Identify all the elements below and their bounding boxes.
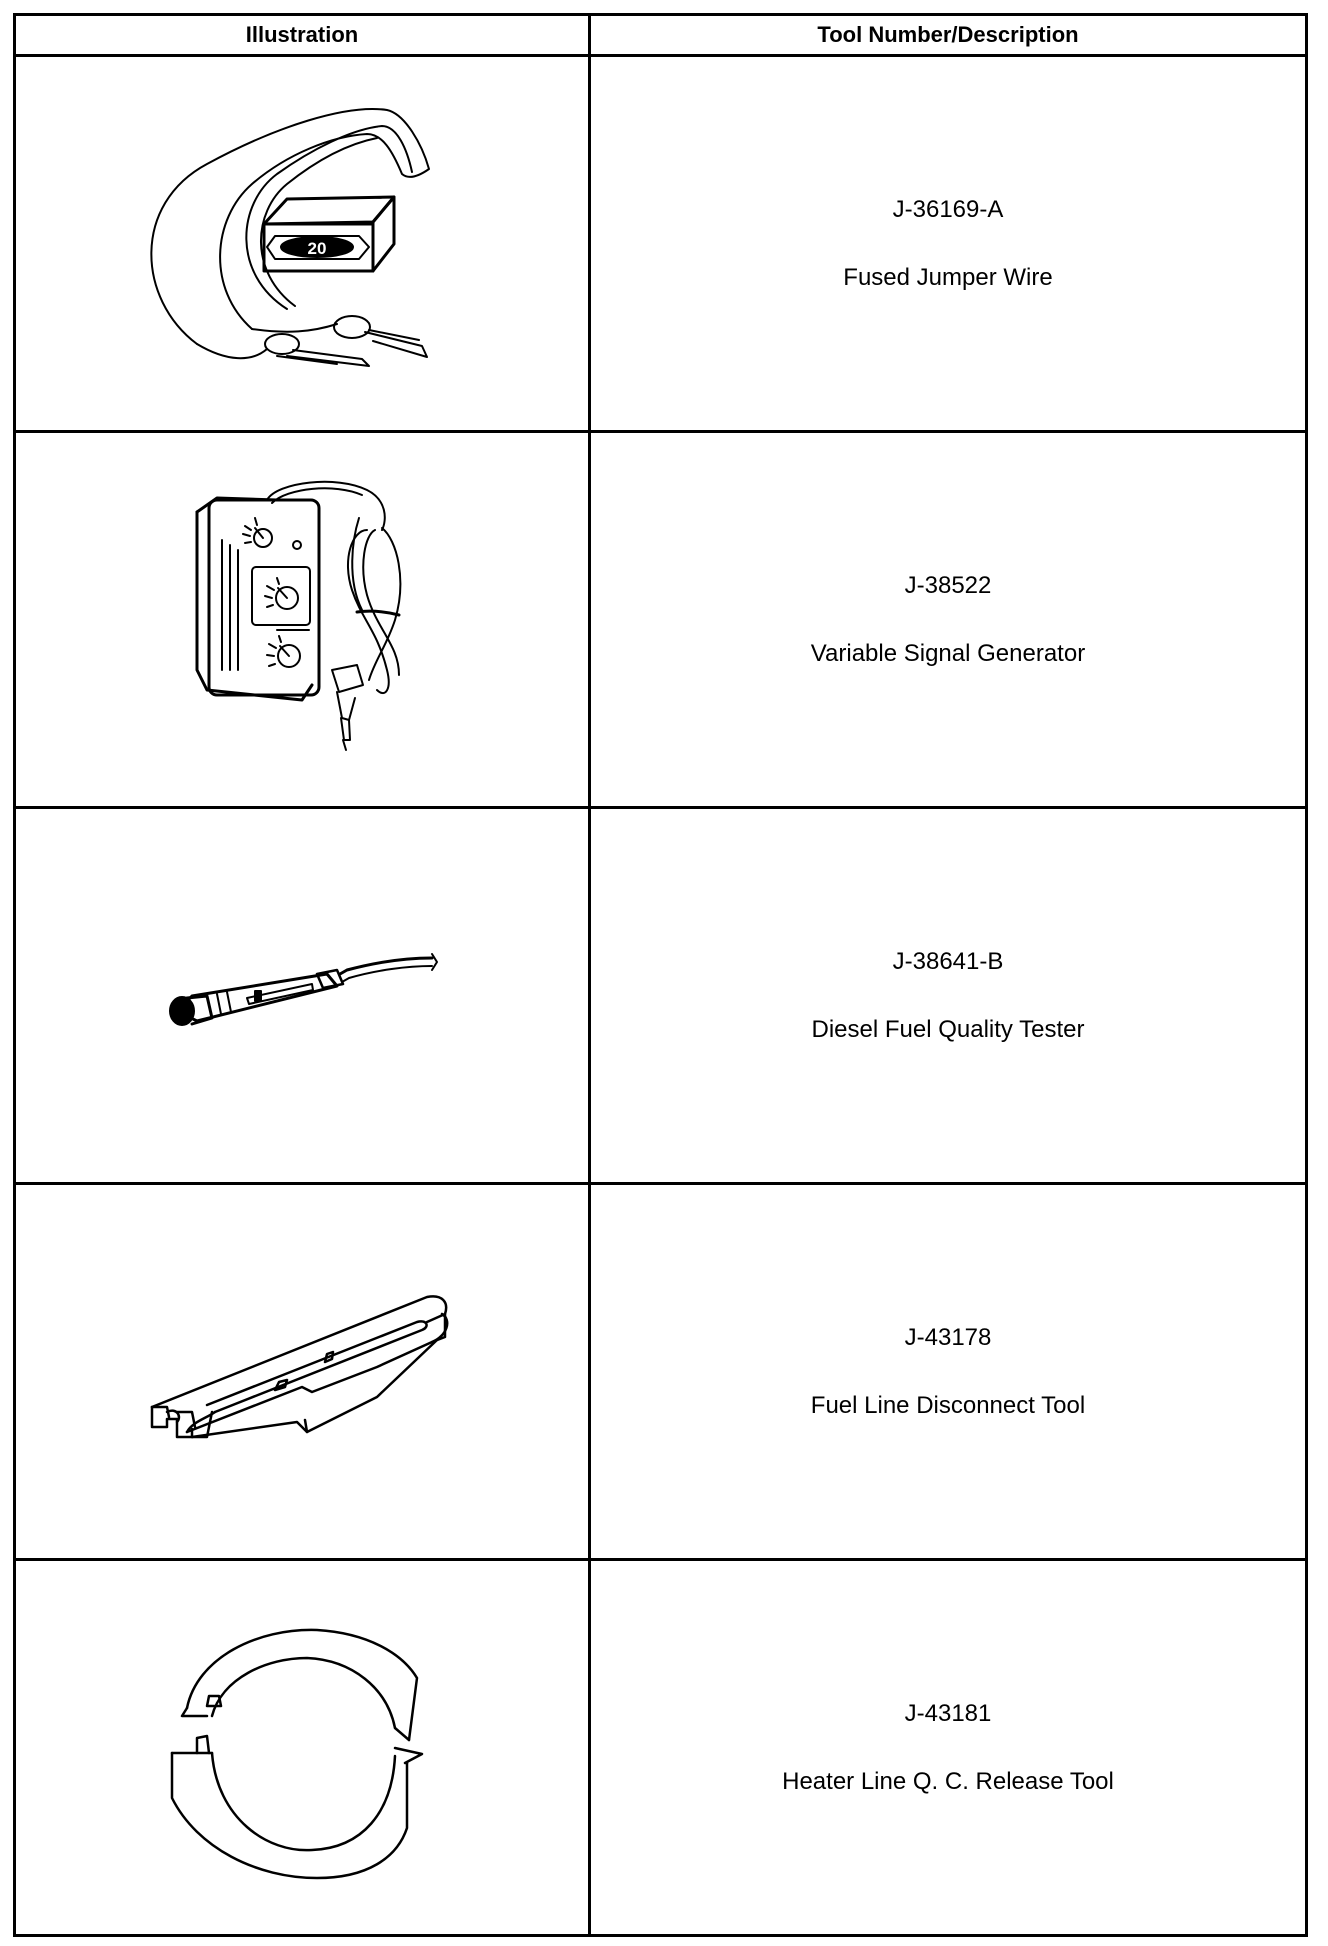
illustration-cell — [13, 430, 591, 809]
tool-number: J-36169-A — [892, 195, 1004, 223]
table-row: J-38522 Variable Signal Generator — [13, 430, 1308, 809]
release-tool-icon — [137, 1598, 467, 1898]
tool-description-cell: J-43178 Fuel Line Disconnect Tool — [588, 1182, 1308, 1561]
tools-table: Illustration Tool Number/Description — [13, 13, 1308, 1937]
header-illustration: Illustration — [13, 13, 591, 57]
tool-number: J-38641-B — [892, 947, 1004, 975]
tool-description-cell: J-38522 Variable Signal Generator — [588, 430, 1308, 809]
header-row: Illustration Tool Number/Description — [13, 13, 1308, 57]
illustration-cell: 20 — [13, 54, 591, 433]
signal-generator-icon — [137, 470, 467, 770]
tool-number: J-43181 — [904, 1699, 992, 1727]
tool-name: Fuel Line Disconnect Tool — [810, 1391, 1086, 1419]
illustration-cell — [13, 1558, 591, 1937]
illustration-cell — [13, 1182, 591, 1561]
illustration-cell — [13, 806, 591, 1185]
tool-name: Variable Signal Generator — [810, 639, 1086, 667]
tool-name: Diesel Fuel Quality Tester — [811, 1015, 1085, 1043]
tool-description-cell: J-43181 Heater Line Q. C. Release Tool — [588, 1558, 1308, 1937]
fuse-rating-label: 20 — [308, 239, 327, 258]
table-row: J-43178 Fuel Line Disconnect Tool — [13, 1182, 1308, 1561]
tool-name: Heater Line Q. C. Release Tool — [782, 1767, 1114, 1795]
table-row: J-38641-B Diesel Fuel Quality Tester — [13, 806, 1308, 1185]
table-row: 20 J-36169-A — [13, 54, 1308, 433]
fused-jumper-wire-icon: 20 — [137, 94, 467, 394]
tool-description-cell: J-36169-A Fused Jumper Wire — [588, 54, 1308, 433]
tool-description-cell: J-38641-B Diesel Fuel Quality Tester — [588, 806, 1308, 1185]
fuel-line-disconnect-tool-icon — [137, 1222, 467, 1522]
fuel-quality-tester-icon — [137, 846, 467, 1146]
table-row: J-43181 Heater Line Q. C. Release Tool — [13, 1558, 1308, 1937]
header-tool-description: Tool Number/Description — [588, 13, 1308, 57]
tool-number: J-43178 — [904, 1323, 992, 1351]
tool-name: Fused Jumper Wire — [843, 263, 1053, 291]
tool-number: J-38522 — [904, 571, 992, 599]
